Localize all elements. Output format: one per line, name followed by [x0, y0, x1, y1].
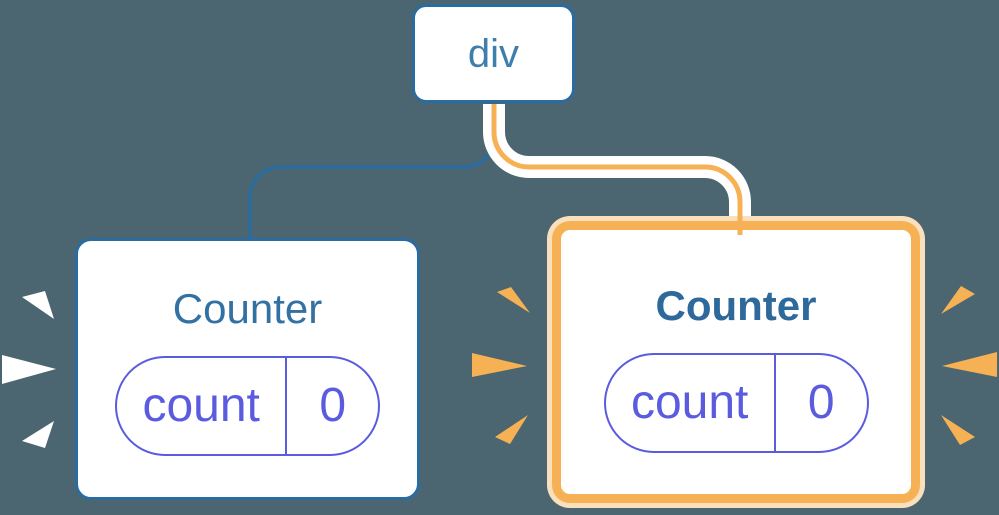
sparkle-amber-right-bottom-icon	[941, 415, 975, 445]
tree-edge-left	[248, 103, 496, 240]
state-value-right: 0	[807, 376, 835, 429]
tree-edge-right-band	[483, 104, 751, 216]
sparkle-white-middle-icon	[2, 355, 56, 384]
root-node-label: div	[467, 31, 520, 76]
sparkle-white-top-icon	[22, 291, 54, 319]
sparkle-amber-left-bottom-icon	[495, 415, 528, 444]
sparkle-white-bottom-icon	[22, 421, 54, 448]
state-key-right: count	[606, 355, 776, 451]
root-node: div	[412, 4, 575, 103]
component-card-right: Counter count 0	[552, 221, 920, 503]
state-key-left: count	[117, 358, 288, 454]
state-pill-right: count 0	[603, 353, 869, 453]
sparkle-amber-left-middle-icon	[472, 353, 527, 377]
state-value-left: 0	[319, 379, 347, 432]
sparkle-amber-right-middle-icon	[942, 352, 997, 377]
sparkle-amber-right-top-icon	[941, 286, 975, 314]
tree-edge-right-core	[491, 104, 743, 235]
sparkle-amber-left-top-icon	[497, 287, 530, 313]
state-pill-left: count 0	[115, 356, 380, 456]
component-title-right: Counter	[655, 282, 817, 329]
component-title-left: Counter	[172, 285, 323, 332]
component-card-left: Counter count 0	[75, 238, 420, 500]
